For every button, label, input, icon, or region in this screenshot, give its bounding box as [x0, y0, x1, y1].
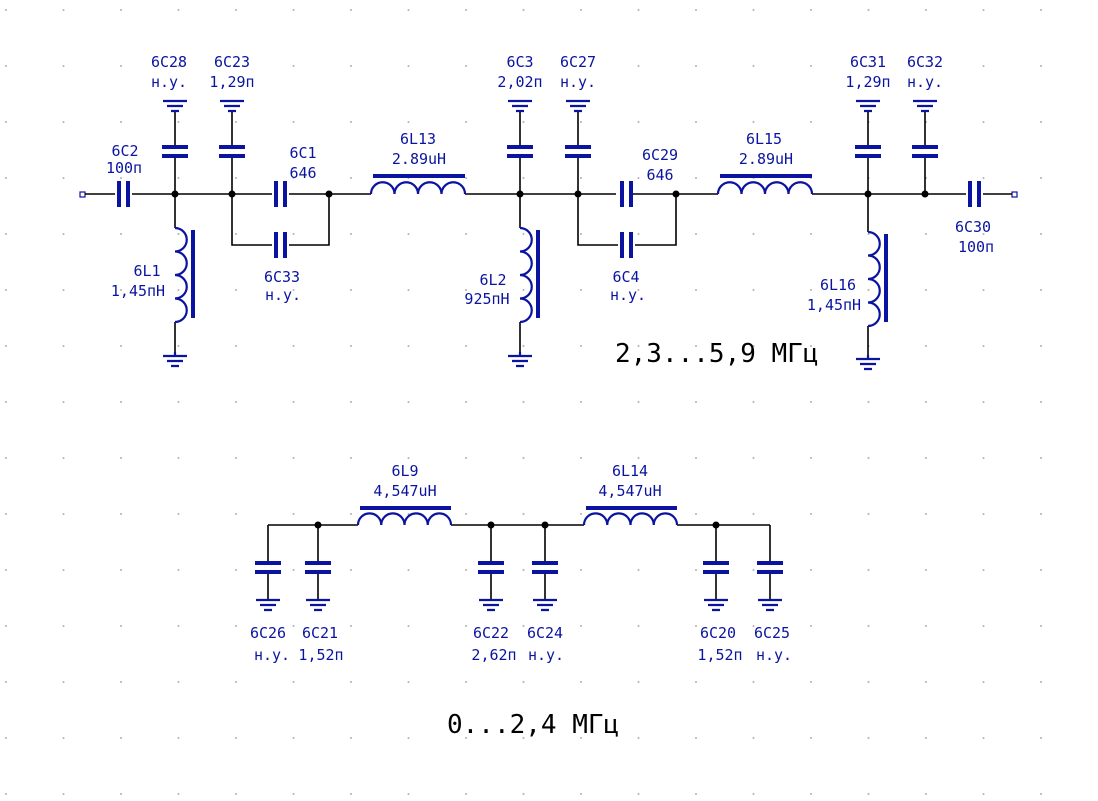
capacitor-6c23 — [219, 145, 245, 158]
ground-icon — [758, 598, 782, 612]
ref-6c29: 6C29 — [642, 146, 678, 164]
inductor-6l1 — [174, 226, 195, 324]
ref-6c32: 6C32 — [907, 53, 943, 71]
ref-6c26: 6C26 — [250, 624, 286, 642]
val-6c28: н.у. — [151, 73, 187, 91]
ref-6c20: 6C20 — [700, 624, 736, 642]
capacitor-6c33 — [274, 232, 287, 258]
val-6c29: 646 — [646, 166, 673, 184]
val-6c26: н.у. — [254, 646, 290, 664]
ref-6c4: 6C4 — [612, 268, 639, 286]
capacitor-6c24 — [532, 561, 558, 574]
val-6c1: 646 — [289, 164, 316, 182]
ground-icon — [533, 598, 557, 612]
val-6c21: 1,52п — [298, 646, 343, 664]
val-6c20: 1,52п — [697, 646, 742, 664]
ref-6c21: 6C21 — [302, 624, 338, 642]
capacitor-6c1 — [274, 181, 287, 207]
junction-dots — [314, 521, 720, 529]
val-6c27: н.у. — [560, 73, 596, 91]
val-6l2: 925пН — [464, 290, 509, 308]
val-6c32: н.у. — [907, 73, 943, 91]
output-terminal — [1011, 191, 1018, 198]
capacitor-6c32 — [912, 145, 938, 158]
val-6c23: 1,29п — [209, 73, 254, 91]
ground-icon — [704, 598, 728, 612]
capacitor-6c25 — [757, 561, 783, 574]
inductor-6l16 — [867, 230, 888, 328]
ground-icon — [163, 352, 187, 368]
ground-icon — [508, 352, 532, 368]
bottom-shunt-wires — [267, 525, 771, 600]
val-6c25: н.у. — [756, 646, 792, 664]
c29-c4-wire — [577, 194, 677, 246]
band-label-top: 2,3...5,9 МГц — [615, 339, 819, 369]
inductor-6l13 — [369, 174, 467, 195]
ref-6l1: 6L1 — [133, 262, 160, 280]
grid-dots — [5, 9, 1042, 795]
val-6l15: 2.89uH — [739, 150, 793, 168]
ref-6c2: 6C2 — [111, 142, 138, 160]
capacitor-6c28 — [162, 145, 188, 158]
ref-6l15: 6L15 — [746, 130, 782, 148]
val-6c30: 100п — [958, 238, 994, 256]
ref-6c28: 6C28 — [151, 53, 187, 71]
filter-bottom: 6L9 4,547uH 6L14 4,547uH 6C26 н.у. 6C21 … — [250, 462, 792, 740]
val-6c31: 1,29п — [845, 73, 890, 91]
inductor-6l15 — [716, 174, 814, 195]
capacitor-6c3 — [507, 145, 533, 158]
ref-6c31: 6C31 — [850, 53, 886, 71]
ground-icon — [306, 598, 330, 612]
inductor-6l2 — [519, 226, 540, 324]
val-6c33: н.у. — [265, 286, 301, 304]
ref-6l14: 6L14 — [612, 462, 648, 480]
c1-c33-wire — [231, 194, 330, 246]
cap-top-bars — [163, 99, 937, 113]
junction-dots — [171, 190, 929, 198]
capacitor-6c30 — [968, 181, 981, 207]
inductor-6l14 — [582, 506, 679, 526]
capacitor-6c27 — [565, 145, 591, 158]
capacitor-6c22 — [478, 561, 504, 574]
band-label-bottom: 0...2,4 МГц — [447, 710, 619, 740]
val-6c4: н.у. — [610, 286, 646, 304]
ref-6c22: 6C22 — [473, 624, 509, 642]
ref-6l16: 6L16 — [820, 276, 856, 294]
val-6c24: н.у. — [528, 646, 564, 664]
capacitor-6c29 — [620, 181, 633, 207]
val-6l16: 1,45пН — [807, 296, 861, 314]
capacitor-6c20 — [703, 561, 729, 574]
ref-6c30: 6C30 — [955, 218, 991, 236]
filter-top: 6C28 н.у. 6C23 1,29п 6C2 100п 6C1 646 6L… — [79, 53, 1018, 371]
ref-6c25: 6C25 — [754, 624, 790, 642]
ref-6c33: 6C33 — [264, 268, 300, 286]
ref-6l13: 6L13 — [400, 130, 436, 148]
capacitor-6c21 — [305, 561, 331, 574]
ref-6c1: 6C1 — [289, 144, 316, 162]
capacitor-6c2 — [117, 181, 130, 207]
capacitor-6c26 — [255, 561, 281, 574]
ground-icon — [856, 355, 880, 371]
ground-icon — [256, 598, 280, 612]
ref-6c24: 6C24 — [527, 624, 563, 642]
val-6l14: 4,547uH — [598, 482, 661, 500]
ref-6l2: 6L2 — [479, 271, 506, 289]
capacitor-6c31 — [855, 145, 881, 158]
capacitor-6c4 — [620, 232, 633, 258]
input-terminal — [79, 191, 86, 198]
val-6c22: 2,62п — [471, 646, 516, 664]
ground-icon — [479, 598, 503, 612]
val-6c2: 100п — [106, 159, 142, 177]
inductor-6l9 — [356, 506, 453, 526]
val-6l1: 1,45пН — [111, 282, 165, 300]
ref-6c23: 6C23 — [214, 53, 250, 71]
val-6c3: 2,02п — [497, 73, 542, 91]
val-6l9: 4,547uH — [373, 482, 436, 500]
ref-6l9: 6L9 — [391, 462, 418, 480]
val-6l13: 2.89uH — [392, 150, 446, 168]
ref-6c3: 6C3 — [506, 53, 533, 71]
ref-6c27: 6C27 — [560, 53, 596, 71]
